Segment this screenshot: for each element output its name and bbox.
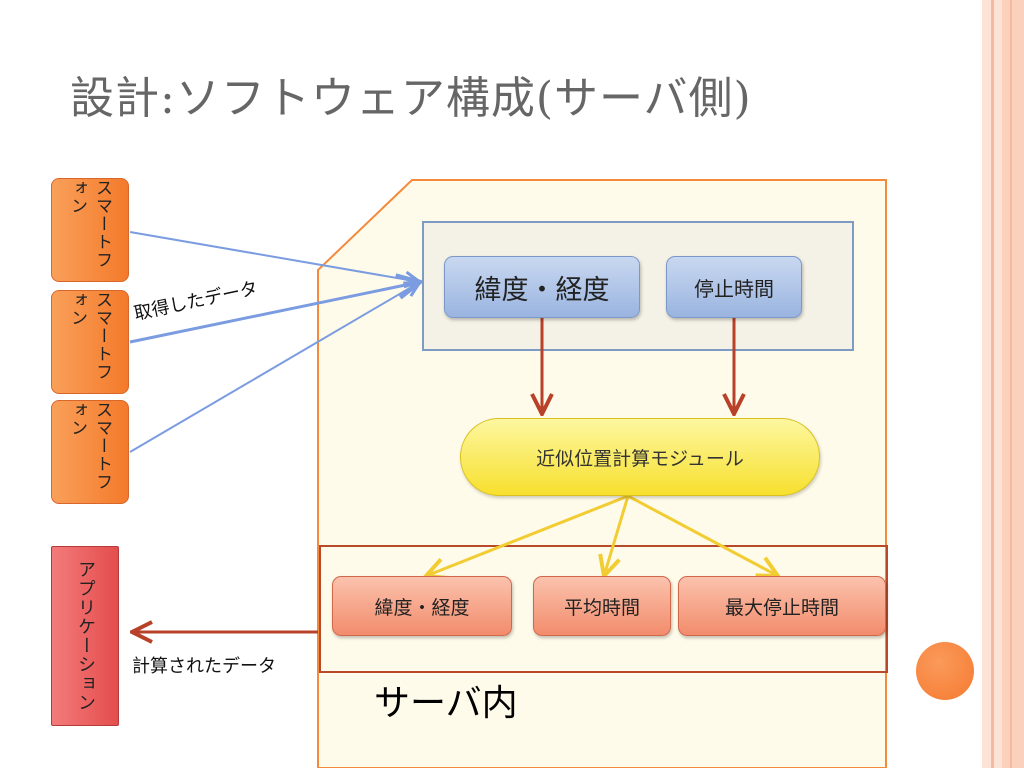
- decor-stripe-4: [1002, 0, 1024, 768]
- application-label: アプリケーション: [75, 560, 96, 712]
- computed-data-label: 計算されたデータ: [132, 656, 276, 677]
- smartphone-1-label: スマートフォン: [67, 179, 112, 269]
- accent-circle: [916, 642, 974, 700]
- decor-stripe-5: [1010, 0, 1012, 768]
- output-maxstoptime-box: 最大停止時間: [678, 576, 886, 636]
- smartphone-3: スマートフォン: [51, 400, 129, 504]
- application-box: アプリケーション: [51, 546, 119, 726]
- module-arrow-2: [604, 495, 630, 576]
- smartphone-2: スマートフォン: [51, 290, 129, 394]
- input-latlon-box: 緯度・経度: [444, 256, 640, 318]
- decor-stripe-3: [994, 0, 1002, 768]
- output-avgtime-box: 平均時間: [533, 576, 671, 636]
- input-stoptime-box: 停止時間: [666, 256, 802, 318]
- smartphone-3-label: スマートフォン: [67, 401, 112, 491]
- server-inside-label: サーバ内: [374, 683, 518, 724]
- decor-stripe-1: [982, 0, 991, 768]
- module-arrow-3: [627, 494, 778, 576]
- approx-position-module: 近似位置計算モジュール: [460, 418, 820, 496]
- module-arrow-1: [426, 494, 629, 576]
- smartphone-2-label: スマートフォン: [67, 291, 112, 381]
- smartphone-1: スマートフォン: [51, 178, 129, 282]
- input-arrow-1: [129, 231, 420, 282]
- decor-stripe-2: [991, 0, 994, 768]
- output-group-frame: [319, 545, 888, 673]
- input-arrow-3: [129, 282, 420, 453]
- slide-title: 設計:ソフトウェア構成(サーバ側): [70, 73, 752, 124]
- input-arrow-2: [129, 282, 420, 344]
- output-latlon-box: 緯度・経度: [332, 576, 512, 636]
